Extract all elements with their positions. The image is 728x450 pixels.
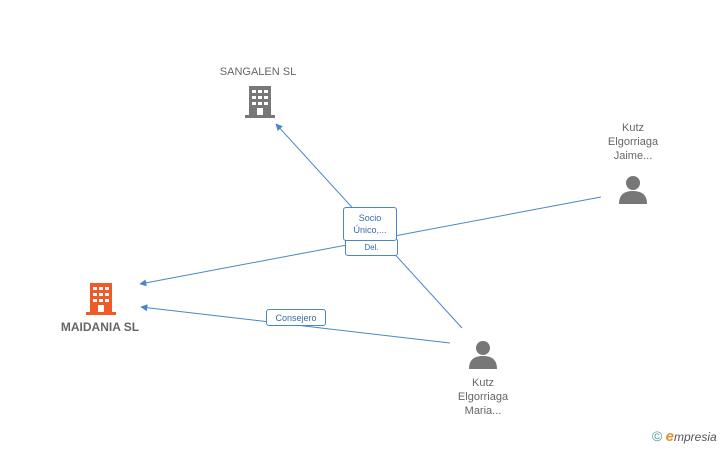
copyright-symbol: © [652, 428, 663, 444]
empresia-logo: empresia [665, 428, 717, 445]
jaime-label-line-2: Elgorriaga [607, 136, 659, 148]
edge-label-consejero: Consejero [266, 309, 326, 326]
maidania-label[interactable]: MAIDANIA SL [60, 320, 140, 334]
sangalen-label[interactable]: SANGALEN SL [219, 66, 297, 78]
jaime-label[interactable]: Kutz Elgorriaga Jaime... [590, 121, 676, 163]
jaime-person-icon[interactable] [619, 176, 647, 204]
empresia-logo-initial: e [665, 428, 675, 445]
jaime-label-line-1: Kutz [621, 122, 644, 134]
edge-label-socio-line-1: Socio [358, 213, 382, 223]
empresia-logo-text: mpresia [674, 430, 717, 444]
maria-person-icon[interactable] [469, 341, 497, 369]
edge-label-socio-line-2: Único,... [353, 225, 387, 235]
maria-label[interactable]: Kutz Elgorriaga Maria... [440, 376, 526, 418]
maria-label-line-3: Maria... [464, 405, 502, 417]
sangalen-building-icon[interactable] [245, 86, 275, 118]
maidania-building-icon[interactable] [86, 283, 116, 315]
maria-label-line-2: Elgorriaga [457, 391, 509, 403]
empresia-watermark: © empresia [652, 428, 717, 445]
jaime-label-line-3: Jaime... [613, 150, 653, 162]
edge-label-socio-unico: Socio Único,... [343, 207, 397, 241]
maria-label-line-1: Kutz [471, 377, 494, 389]
